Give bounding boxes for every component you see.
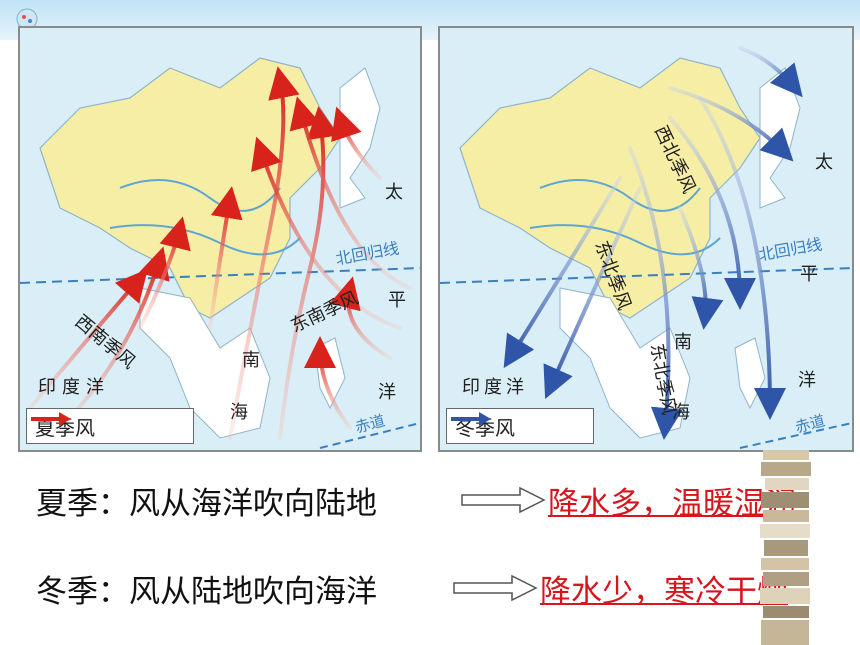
winter-arrow	[698, 96, 786, 420]
summer-arrow	[28, 268, 148, 410]
tropic-line	[20, 267, 420, 284]
winter-monsoon-map: 西北季风 东北季风 东北季风 北回归线 南 海 太 平 洋 印度洋 赤道 冬季风	[438, 26, 854, 452]
summer-arrow	[278, 106, 339, 440]
summer-map-graphic	[20, 28, 420, 450]
tropic-line	[440, 267, 852, 284]
winter-arrow	[668, 86, 794, 162]
summer-arrow	[251, 136, 402, 330]
red-arrow-icon	[31, 412, 71, 426]
winter-statement: 冬季：风从陆地吹向海洋	[36, 574, 377, 610]
blue-arrow-icon	[451, 412, 491, 426]
summer-result: 降水多，温暖湿润	[548, 486, 796, 522]
summer-arrow	[289, 96, 412, 290]
summer-arrow	[304, 336, 352, 430]
winter-map-graphic	[440, 28, 852, 450]
summer-arrow	[228, 66, 300, 440]
books-stack-icon	[760, 450, 811, 645]
equator-line	[319, 422, 420, 449]
nan-label: 南	[242, 350, 260, 371]
tai-label: 太	[815, 152, 833, 173]
winter-arrow	[678, 206, 724, 330]
equator-line	[739, 422, 852, 449]
nan-label: 南	[674, 332, 692, 353]
indian-ocean-label: 印度洋	[462, 377, 528, 398]
summer-legend: 夏季风	[26, 408, 194, 444]
yangtze-river	[529, 224, 721, 256]
winter-arrow	[503, 176, 622, 369]
summer-arrow	[138, 216, 191, 330]
winter-arrow	[668, 116, 756, 310]
hai-label: 海	[230, 402, 248, 423]
summer-right-arrow-icon	[461, 486, 546, 514]
summer-arrow	[331, 106, 382, 180]
yellow-river	[119, 179, 281, 212]
summer-statement: 夏季：风从海洋吹向陆地	[36, 486, 377, 522]
summer-arrow	[208, 186, 243, 330]
ping-label: 平	[388, 290, 406, 311]
indian-ocean-label: 印度洋	[38, 377, 110, 398]
yellow-river	[539, 179, 701, 212]
ping-label: 平	[800, 264, 818, 285]
winter-result: 降水少，寒冷干燥	[540, 574, 788, 610]
yangtze-river	[109, 224, 301, 256]
summer-arrow	[329, 276, 392, 360]
tai-label: 太	[385, 182, 403, 203]
winter-arrow	[543, 186, 642, 399]
yang-label: 洋	[798, 370, 816, 391]
yang-label: 洋	[378, 382, 396, 403]
winter-arrow	[738, 46, 803, 98]
winter-right-arrow-icon	[453, 574, 538, 602]
hai-label: 海	[672, 402, 690, 423]
winter-legend: 冬季风	[446, 408, 594, 444]
winter-arrow	[628, 146, 683, 440]
summer-monsoon-map: 西南季风 东南季风 北回归线 南 海 太 平 洋 印度洋 赤道 夏季风	[18, 26, 422, 452]
china-land	[459, 57, 761, 319]
